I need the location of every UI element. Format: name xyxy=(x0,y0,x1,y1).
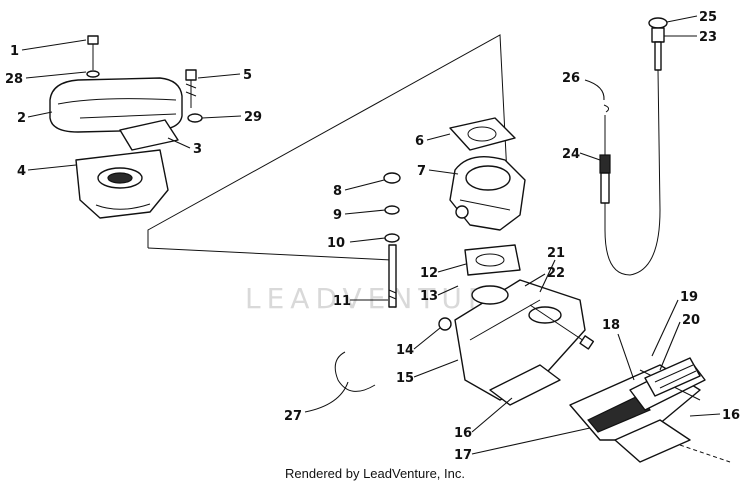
nut-8 xyxy=(383,172,401,184)
callout-label: 6 xyxy=(415,134,424,149)
callout-label: 4 xyxy=(17,164,26,179)
callout-25: 25 xyxy=(666,10,717,25)
callout-10: 10 xyxy=(327,236,386,251)
callout-label: 3 xyxy=(193,142,202,157)
callout-3: 3 xyxy=(167,137,202,157)
callout-7: 7 xyxy=(417,164,459,179)
callout-label: 17 xyxy=(454,448,472,463)
callout-label: 1 xyxy=(10,44,19,59)
carb-gasket xyxy=(449,117,516,151)
callout-label: 18 xyxy=(602,318,620,333)
callout-26: 26 xyxy=(562,71,605,101)
callout-label: 21 xyxy=(547,246,565,261)
callout-12: 12 xyxy=(420,263,467,281)
assembly-guide-line-2 xyxy=(147,247,393,261)
callout-19: 19 xyxy=(651,290,698,357)
callout-15: 15 xyxy=(396,359,459,386)
callout-label: 29 xyxy=(244,110,262,125)
callout-23: 23 xyxy=(664,30,717,45)
callout-label: 19 xyxy=(680,290,698,305)
callout-label: 10 xyxy=(327,236,345,251)
stud-11 xyxy=(388,244,397,308)
callout-label: 23 xyxy=(699,30,717,45)
callout-2: 2 xyxy=(17,111,53,126)
callout-label: 27 xyxy=(284,409,302,424)
callout-label: 22 xyxy=(547,266,565,281)
callout-13: 13 xyxy=(420,285,459,304)
callout-17: 17 xyxy=(454,427,591,463)
callout-label: 11 xyxy=(333,294,351,309)
callout-29: 29 xyxy=(201,110,262,125)
watermark-text: LEADVENTURE xyxy=(245,282,517,315)
callout-label: 5 xyxy=(243,68,252,83)
bolt-5 xyxy=(185,69,203,123)
callout-label: 26 xyxy=(562,71,580,86)
callout-16-left: 16 xyxy=(454,397,513,441)
washer-10 xyxy=(384,233,400,243)
callout-14: 14 xyxy=(396,327,441,358)
callout-9: 9 xyxy=(333,208,386,223)
callout-11: 11 xyxy=(333,294,388,309)
callout-20: 20 xyxy=(659,313,700,371)
callout-8: 8 xyxy=(333,179,385,199)
callout-27: 27 xyxy=(284,381,349,424)
callout-24: 24 xyxy=(562,147,601,162)
assembly-guide-line xyxy=(147,34,509,248)
silencer-base xyxy=(75,149,169,219)
callout-label: 2 xyxy=(17,111,26,126)
footer-text: Rendered by LeadVenture, Inc. xyxy=(285,466,465,481)
choke-cable xyxy=(599,17,668,276)
filter-pad xyxy=(119,119,179,151)
callout-label: 16 xyxy=(722,408,740,423)
callout-label: 15 xyxy=(396,371,414,386)
callout-label: 25 xyxy=(699,10,717,25)
callout-label: 20 xyxy=(682,313,700,328)
callout-label: 9 xyxy=(333,208,342,223)
callout-18: 18 xyxy=(602,318,635,381)
reed-gasket-16-left xyxy=(489,364,561,406)
reed-axis-line xyxy=(679,444,731,463)
callout-1: 1 xyxy=(10,39,87,59)
callout-22: 22 xyxy=(524,266,565,287)
callout-5: 5 xyxy=(197,68,252,83)
callout-label: 7 xyxy=(417,164,426,179)
washer-9 xyxy=(384,205,400,215)
clamp-27 xyxy=(334,351,376,392)
callout-label: 12 xyxy=(420,266,438,281)
callout-6: 6 xyxy=(415,133,451,149)
callout-4: 4 xyxy=(17,164,77,179)
carburetor xyxy=(449,156,526,231)
callout-label: 13 xyxy=(420,289,438,304)
bolt-21 xyxy=(529,304,595,350)
callout-label: 14 xyxy=(396,343,414,358)
callout-label: 16 xyxy=(454,426,472,441)
silencer-cover xyxy=(49,77,183,133)
callout-label: 24 xyxy=(562,147,580,162)
screw-1 xyxy=(86,35,100,78)
reed-gasket-16-right xyxy=(614,419,691,463)
callout-21: 21 xyxy=(539,246,565,293)
callout-label: 8 xyxy=(333,184,342,199)
callout-28: 28 xyxy=(5,71,87,87)
reed-petals xyxy=(644,357,701,397)
flange-gasket-12 xyxy=(464,244,521,276)
callout-label: 28 xyxy=(5,72,23,87)
callout-16-right: 16 xyxy=(689,408,740,423)
